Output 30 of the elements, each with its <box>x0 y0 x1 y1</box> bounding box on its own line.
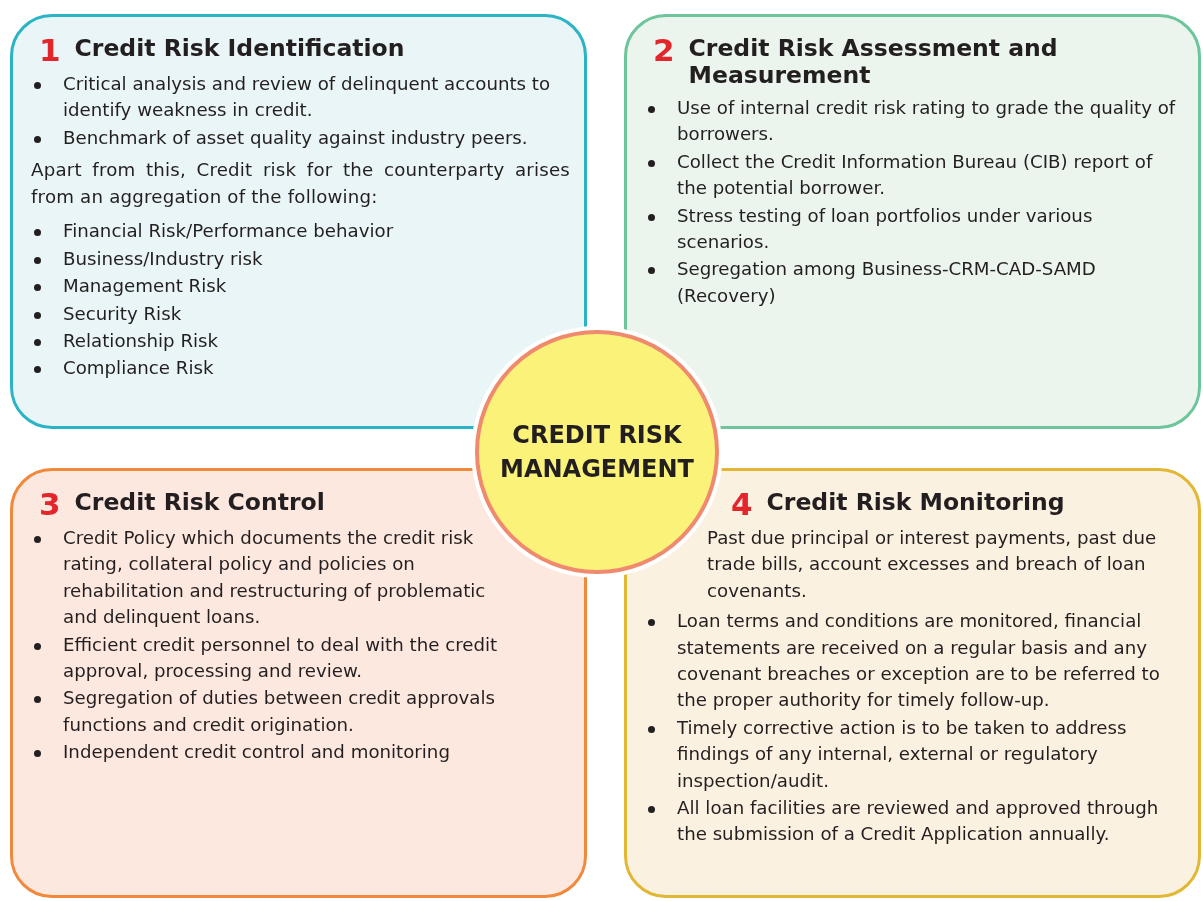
bullet-text: Segregation among Business-CRM-CAD-SAMD (Recovery) <box>677 258 1096 306</box>
bullet-text: Collect the Credit Information Bureau (CIB) report of the potential borrower. <box>677 150 1153 199</box>
bullet-text: Efficient credit personnel to deal with the credit approval, processing and review. <box>63 633 498 682</box>
bullet-text: Management Risk <box>63 275 227 297</box>
bullet-text: Stress testing of loan portfolios under various scenarios. <box>677 204 1093 253</box>
bullet-text: Benchmark of asset quality against industry peers. <box>63 126 528 148</box>
bullet-text: Business/Industry risk <box>63 247 263 269</box>
section-heading: Credit Risk Identification <box>74 35 405 62</box>
section-number: 4 <box>731 489 753 519</box>
bullet-text: Financial Risk/Performance behavior <box>63 220 394 242</box>
section-heading: Credit Risk Assessment and Measurement <box>688 35 1059 89</box>
paragraph-text: Apart from this, Credit risk for the counterparty arises from an aggregation of the following: <box>31 158 570 209</box>
bullet-text: Loan terms and conditions are monitored, financial statements are received on a regular basis and any covenant breaches or exception are to be referred to the proper authority for timely follow-up. <box>677 610 1160 711</box>
bullet-text: All loan facilities are reviewed and approved through the submission of a Credit Application annually. <box>677 797 1159 845</box>
section-number: 2 <box>653 35 675 65</box>
bullet-text: Segregation of duties between credit approvals functions and credit origination. <box>63 687 495 735</box>
bullet-text: Use of internal credit risk rating to grade the quality of borrowers. <box>677 97 1176 145</box>
bullet-text: Relationship Risk <box>63 330 219 352</box>
section-heading: Credit Risk Monitoring <box>766 489 1065 516</box>
bullet-text: Credit Policy which documents the credit risk rating, collateral policy and policies on rehabilitation and restructuring of problematic and delinquent loans. <box>63 527 486 628</box>
section-heading: Credit Risk Control <box>74 489 325 516</box>
section-number: 3 <box>39 489 61 519</box>
section-number: 1 <box>39 35 61 65</box>
bullet-text: Independent credit control and monitoring <box>63 741 450 763</box>
bullet-text: Critical analysis and review of delinquent accounts to identify weakness in credit. <box>63 73 551 121</box>
bullet-text: Past due principal or interest payments, past due trade bills, account excesses and breach of loan covenants. <box>707 527 1157 601</box>
bullet-text: Security Risk <box>63 302 182 324</box>
bullet-text: Timely corrective action is to be taken to address findings of any internal, external or regulatory inspection/audit. <box>677 716 1127 791</box>
bullet-text: Compliance Risk <box>63 357 214 379</box>
circle-title: CREDIT RISK MANAGEMENT <box>499 420 695 485</box>
